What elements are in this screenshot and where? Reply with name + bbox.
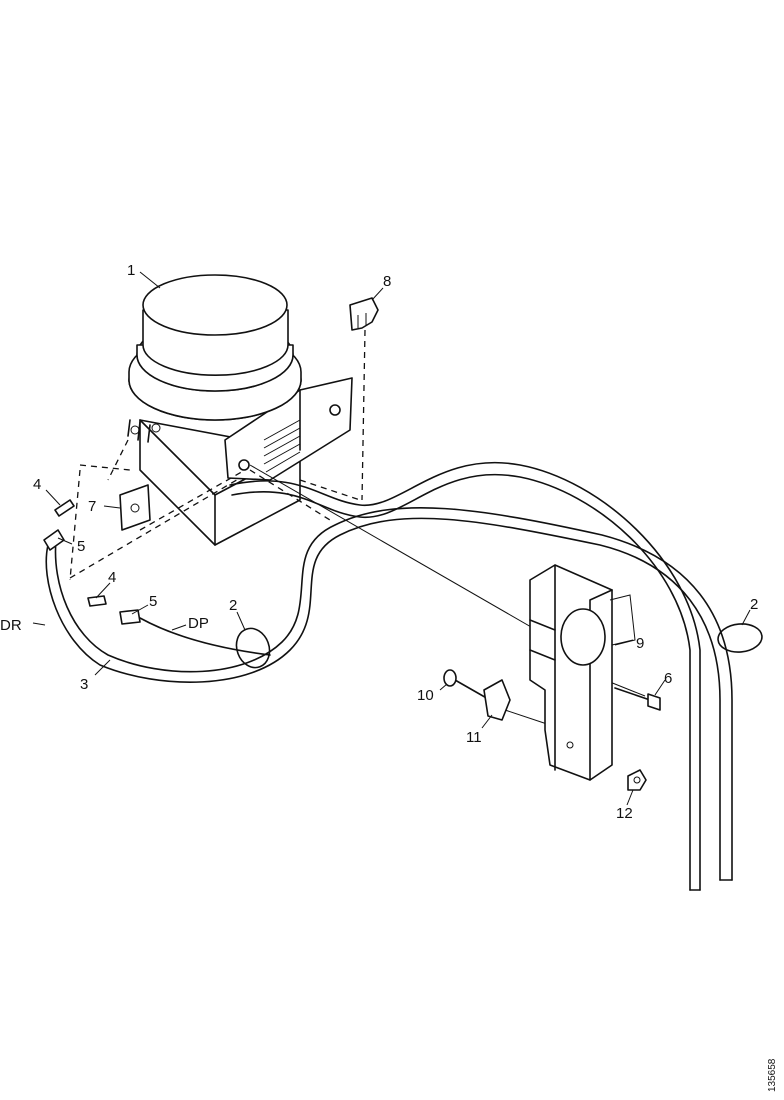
nut-12 [627, 769, 647, 791]
cable-3 [45, 461, 733, 891]
callout-8: 8 [383, 273, 391, 290]
clamp-11 [483, 679, 511, 721]
callout-4-upper: 4 [33, 476, 41, 493]
connector-4-upper [54, 499, 75, 517]
callout-9: 9 [636, 635, 644, 652]
callout-2-right: 2 [750, 596, 758, 613]
mounting-plate-7 [119, 484, 151, 531]
callout-6: 6 [664, 670, 672, 687]
callout-10: 10 [417, 687, 434, 704]
leader-lines [32, 271, 751, 806]
callout-3: 3 [80, 676, 88, 693]
callout-11: 11 [466, 729, 482, 746]
callout-5-upper: 5 [77, 538, 85, 555]
screw-10 [443, 669, 491, 701]
document-id: 135658 [767, 1058, 778, 1092]
callout-2-left: 2 [229, 597, 237, 614]
cable-tie-2-left [235, 627, 271, 669]
screw-6 [614, 687, 661, 711]
cable-tie-2-right [717, 623, 763, 653]
callout-labels: 1 8 4 7 5 4 5 2 DR DP 3 2 9 6 10 11 12 [0, 262, 758, 822]
connector-5-lower [119, 609, 141, 625]
callout-5-lower: 5 [149, 593, 157, 610]
callout-7: 7 [88, 498, 96, 515]
connector-5-upper [43, 529, 65, 551]
callout-1: 1 [127, 262, 135, 279]
bracket-9 [529, 564, 636, 781]
clip-8 [349, 297, 379, 331]
damper-motor-assembly [127, 274, 353, 546]
callout-4-lower: 4 [108, 569, 116, 586]
wire-label-dr: DR [0, 617, 22, 634]
callout-12: 12 [616, 805, 633, 822]
connector-4-lower [87, 595, 107, 607]
wire-label-dp: DP [188, 615, 209, 632]
